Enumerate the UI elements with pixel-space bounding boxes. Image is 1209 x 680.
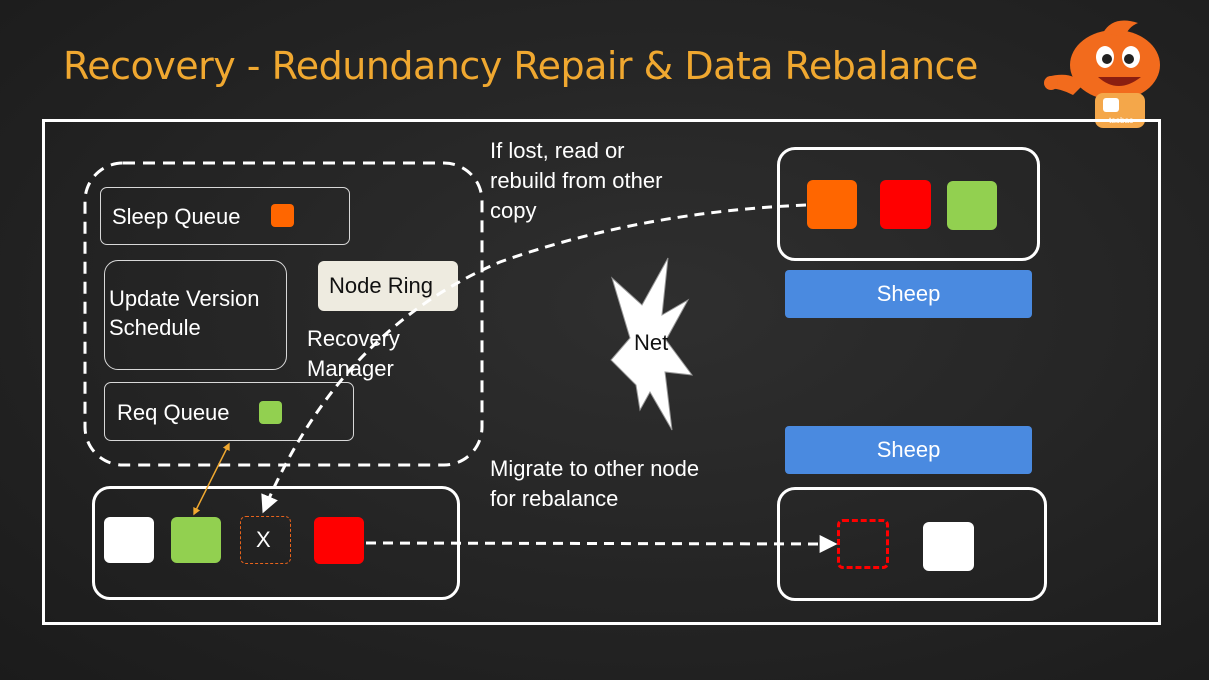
remote-bottom-chunk-white xyxy=(923,522,974,571)
req-queue-box xyxy=(104,382,354,441)
sheep-label-bottom: Sheep xyxy=(785,426,1032,474)
missing-chunk-mark: X xyxy=(256,527,271,552)
sleep-queue-chunk xyxy=(271,204,294,227)
sheep-label-top: Sheep xyxy=(785,270,1032,318)
migrate-arrow xyxy=(365,534,838,553)
lost-note-line2: rebuild from other xyxy=(490,168,663,193)
recovery-manager-label-line1: Recovery xyxy=(307,326,400,351)
update-version-label: Update Version xyxy=(109,286,260,311)
remote-bottom-chunk-target xyxy=(837,519,889,569)
local-chunk-red xyxy=(314,517,364,564)
schedule-label: Schedule xyxy=(109,315,201,340)
node-ring-box xyxy=(318,261,458,311)
local-chunk-white xyxy=(104,517,154,563)
sleep-queue-box xyxy=(100,187,350,245)
remote-node-top-box xyxy=(777,147,1040,261)
local-chunk-green xyxy=(171,517,221,563)
net-burst-icon xyxy=(610,257,694,431)
sleep-queue-label: Sleep Queue xyxy=(112,204,241,229)
req-queue-label: Req Queue xyxy=(117,400,230,425)
remote-top-chunk-green xyxy=(947,181,997,230)
migrate-note-line1: Migrate to other node xyxy=(490,456,700,481)
remote-top-chunk-orange xyxy=(807,180,857,229)
net-label: Net xyxy=(634,330,669,355)
node-ring-label: Node Ring xyxy=(329,273,433,298)
remote-top-chunk-red xyxy=(880,180,931,229)
req-queue-chunk xyxy=(259,401,282,424)
migrate-note-line2: for rebalance xyxy=(490,486,619,511)
update-version-schedule-box xyxy=(104,260,287,370)
slide-title: Recovery - Redundancy Repair & Data Reba… xyxy=(63,44,978,88)
diagram-frame xyxy=(42,119,1161,625)
local-chunk-missing xyxy=(240,516,291,564)
req-queue-link-arrow xyxy=(193,442,230,516)
rebuild-arrow xyxy=(261,203,807,514)
lost-note-line3: copy xyxy=(490,198,537,223)
lost-note-line1: If lost, read or xyxy=(490,138,625,163)
